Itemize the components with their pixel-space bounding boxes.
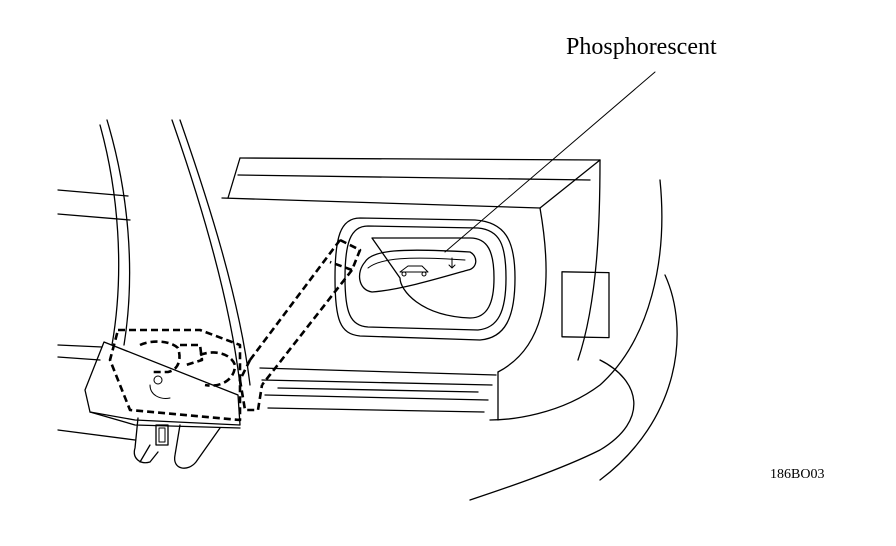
leader-line (444, 71, 656, 253)
square-vent (561, 271, 610, 339)
lower-bracket (133, 417, 221, 469)
latch-assembly (84, 328, 242, 429)
trim-panel (221, 157, 601, 421)
sill-lines (259, 367, 497, 413)
figure-code: 186BO03 (770, 467, 824, 482)
side-trim-lines (57, 189, 136, 441)
cable-route (238, 238, 362, 412)
callout-label: Phosphorescent (566, 34, 717, 60)
release-lever (358, 249, 477, 293)
body-outline (469, 179, 678, 501)
car-trunk-icon (399, 265, 429, 273)
handle-recess (334, 217, 516, 341)
door-pillar (99, 119, 251, 386)
arrow-icon (448, 257, 456, 269)
